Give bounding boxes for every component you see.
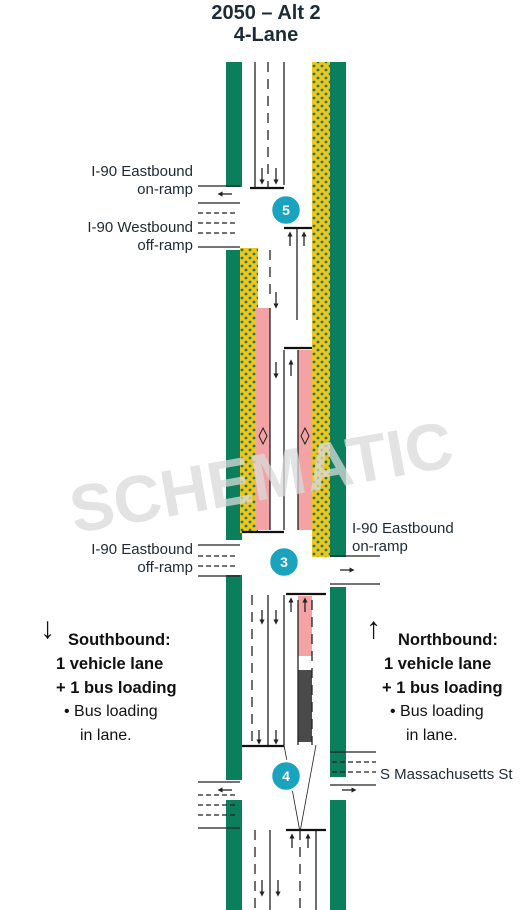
svg-text:5: 5 <box>282 202 290 218</box>
svg-text:3: 3 <box>280 554 288 570</box>
southbound-heading: Southbound: <box>68 631 171 649</box>
southbound-line-2: + 1 bus loading <box>56 679 177 697</box>
southbound-note: • Bus loading <box>64 703 158 720</box>
left-dotted-strip <box>240 248 258 533</box>
northbound-note-1: Bus loading <box>400 703 484 720</box>
node-4: 4 <box>269 759 303 793</box>
label-line: on-ramp <box>137 181 193 198</box>
southbound-arrow-icon: ↓ <box>40 612 55 645</box>
northbound-note-2: in lane. <box>406 727 458 744</box>
ramps <box>198 185 380 833</box>
lane-lines <box>251 62 317 910</box>
right-green-buffer <box>330 62 346 910</box>
stop-bars <box>242 186 326 832</box>
svg-text:4: 4 <box>282 768 290 784</box>
southbound-panel: Southbound: 1 vehicle lane + 1 bus loadi… <box>56 628 228 748</box>
label-i90-eb-on-ramp-top: I-90 Eastbound on-ramp <box>40 163 193 199</box>
northbound-line-2: + 1 bus loading <box>382 679 503 697</box>
sb-diamond <box>258 426 268 446</box>
title-line-2: 4-Lane <box>233 24 299 46</box>
label-line: off-ramp <box>137 237 193 254</box>
right-dotted-strip <box>312 62 330 557</box>
label-line: on-ramp <box>352 538 408 555</box>
northbound-arrow-icon: ↑ <box>366 612 381 645</box>
nb-diamond <box>300 426 310 446</box>
southbound-line-1: 1 vehicle lane <box>56 655 164 673</box>
label-s-massachusetts-st: S Massachusetts St <box>380 766 513 783</box>
sb-bus-lane <box>256 308 270 530</box>
label-line: I-90 Westbound <box>87 219 193 236</box>
label-i90-eb-on-ramp-right: I-90 Eastbound on-ramp <box>352 520 522 556</box>
nb-bus-lane-lower <box>298 596 312 656</box>
label-i90-eb-off-ramp: I-90 Eastbound off-ramp <box>40 541 193 577</box>
label-line: off-ramp <box>137 559 193 576</box>
northbound-line-1: 1 vehicle lane <box>384 655 492 673</box>
northbound-note: • Bus loading <box>390 703 484 720</box>
label-line: I-90 Eastbound <box>91 541 193 558</box>
lane-arrows <box>217 168 357 897</box>
southbound-note-1: Bus loading <box>74 703 158 720</box>
southbound-note-2: in lane. <box>80 727 132 744</box>
title-line-1: 2050 – Alt 2 <box>211 2 321 24</box>
node-3: 3 <box>267 545 301 579</box>
node-5: 5 <box>269 193 303 227</box>
label-line: I-90 Eastbound <box>91 163 193 180</box>
nb-bus-loading-zone <box>298 670 312 742</box>
northbound-heading: Northbound: <box>398 631 498 649</box>
northbound-panel: Northbound: 1 vehicle lane + 1 bus loadi… <box>382 628 532 748</box>
page-title: 2050 – Alt 2 4-Lane <box>0 2 532 46</box>
label-i90-wb-off-ramp: I-90 Westbound off-ramp <box>40 219 193 255</box>
nb-bus-lane <box>298 350 312 530</box>
label-line: I-90 Eastbound <box>352 520 454 537</box>
